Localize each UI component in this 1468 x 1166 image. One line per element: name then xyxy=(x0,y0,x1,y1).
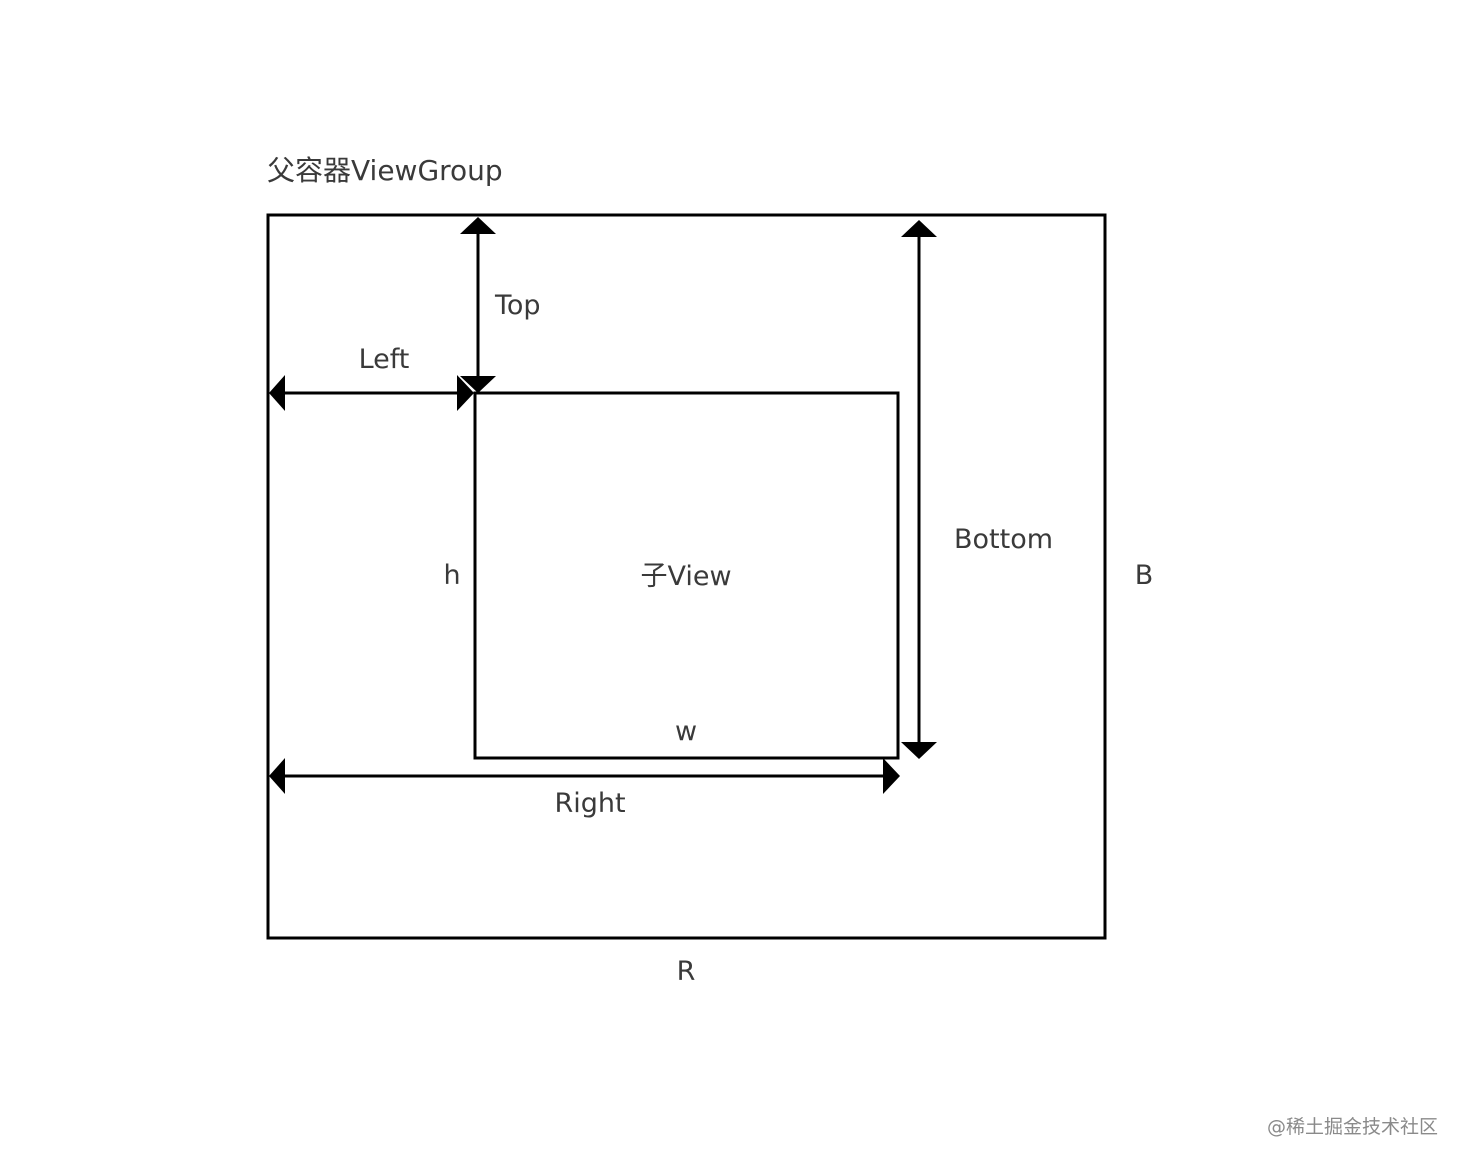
right-arrow xyxy=(269,758,900,794)
left-label: Left xyxy=(359,344,410,375)
top-arrow xyxy=(460,217,496,393)
bottom-arrow-head-down xyxy=(901,742,937,759)
right-arrow-head-left xyxy=(269,758,285,794)
parent-right-label: R xyxy=(677,956,696,987)
bottom-label: Bottom xyxy=(954,524,1053,555)
parent-container xyxy=(266,213,1107,940)
left-arrow-head-right xyxy=(457,375,474,411)
height-label: h xyxy=(443,560,460,591)
top-arrow-head-down xyxy=(460,376,496,393)
right-arrow-head-right xyxy=(883,758,900,794)
parent-title: 父容器ViewGroup xyxy=(267,154,503,187)
left-arrow-head-left xyxy=(269,375,285,411)
watermark: @稀土掘金技术社区 xyxy=(1267,1116,1438,1138)
top-label: Top xyxy=(494,290,541,321)
top-arrow-head-up xyxy=(460,217,496,234)
left-arrow xyxy=(269,375,474,411)
parent-bottom-label: B xyxy=(1135,560,1154,591)
bottom-arrow xyxy=(901,220,937,759)
bottom-arrow-head-up xyxy=(901,220,937,237)
right-label: Right xyxy=(554,788,625,819)
width-label: w xyxy=(675,716,697,747)
child-view-label: 子View xyxy=(640,561,731,592)
child-view xyxy=(473,391,900,760)
